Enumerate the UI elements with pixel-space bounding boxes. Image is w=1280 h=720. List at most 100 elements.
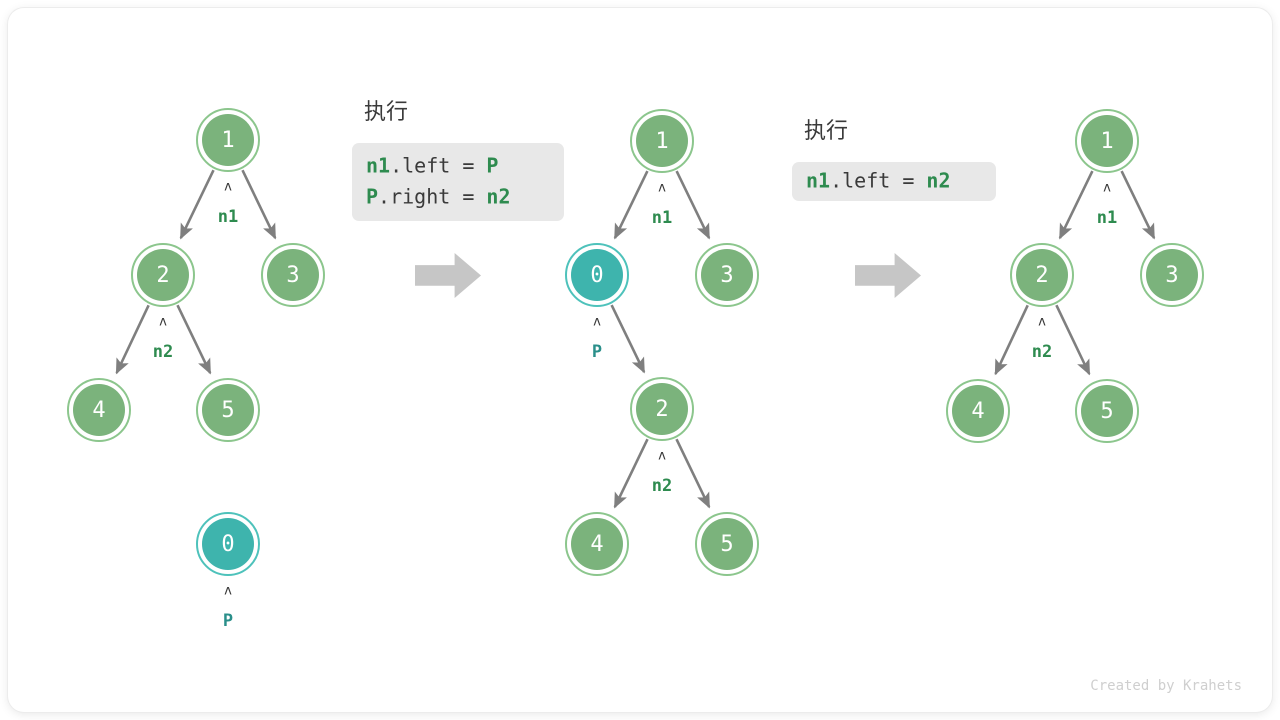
tree-node[interactable]: 2 bbox=[1010, 243, 1074, 307]
tree-node[interactable]: 1 bbox=[196, 108, 260, 172]
pointer-label: n1 bbox=[1097, 208, 1117, 228]
code-token: .left = bbox=[390, 153, 486, 177]
node-circle bbox=[571, 518, 623, 570]
pointer-label: n1 bbox=[218, 207, 238, 227]
node-circle bbox=[202, 518, 254, 570]
node-value: 4 bbox=[971, 399, 984, 424]
pointer-caret-icon: ʌ bbox=[1038, 315, 1046, 330]
tree-node[interactable]: 5 bbox=[695, 512, 759, 576]
tree-node[interactable]: 3 bbox=[261, 243, 325, 307]
node-value: 5 bbox=[221, 398, 234, 423]
tree-node[interactable]: 3 bbox=[1140, 243, 1204, 307]
node-value: 2 bbox=[655, 397, 668, 422]
node-outer-ring bbox=[1075, 379, 1139, 443]
code-token: .left = bbox=[830, 168, 926, 192]
node-outer-ring bbox=[196, 512, 260, 576]
node-circle bbox=[636, 115, 688, 167]
node-circle bbox=[202, 114, 254, 166]
node-value: 2 bbox=[156, 263, 169, 288]
pointer-label: P bbox=[592, 342, 602, 362]
tree-node[interactable]: 2 bbox=[630, 377, 694, 441]
tree-edge bbox=[994, 304, 1029, 376]
node-circle bbox=[701, 249, 753, 301]
code-line: n1.left = n2 bbox=[806, 168, 951, 192]
tree-edge bbox=[613, 170, 649, 240]
node-circle bbox=[137, 249, 189, 301]
pointer-label: n2 bbox=[153, 342, 173, 362]
tree-node[interactable]: 4 bbox=[946, 379, 1010, 443]
step-title: 执行 bbox=[804, 118, 848, 143]
tree-node[interactable]: 1 bbox=[630, 109, 694, 173]
tree-node[interactable]: 2 bbox=[131, 243, 195, 307]
node-outer-ring bbox=[261, 243, 325, 307]
tree-node[interactable]: 5 bbox=[1075, 379, 1139, 443]
node-circle bbox=[1081, 115, 1133, 167]
node-outer-ring bbox=[67, 378, 131, 442]
pointer-caret-icon: ʌ bbox=[159, 315, 167, 330]
code-block-background bbox=[792, 162, 996, 201]
watermark-text: Created by Krahets bbox=[1090, 678, 1242, 694]
node-outer-ring bbox=[196, 108, 260, 172]
code-token: P bbox=[366, 184, 378, 208]
code-token: n1 bbox=[366, 153, 390, 177]
pointer-caret-icon: ʌ bbox=[224, 584, 232, 599]
node-outer-ring bbox=[196, 378, 260, 442]
pointer-label: n2 bbox=[1032, 342, 1052, 362]
node-value: 2 bbox=[1035, 263, 1048, 288]
node-circle bbox=[571, 249, 623, 301]
node-circle bbox=[1146, 249, 1198, 301]
node-value: 0 bbox=[221, 532, 234, 557]
node-value: 3 bbox=[1165, 263, 1178, 288]
tree-node[interactable]: 4 bbox=[67, 378, 131, 442]
tree-node[interactable]: 1 bbox=[1075, 109, 1139, 173]
tree-edge bbox=[675, 170, 711, 240]
tree-node[interactable]: 0 bbox=[196, 512, 260, 576]
node-outer-ring bbox=[1075, 109, 1139, 173]
code-line: n1.left = P bbox=[366, 153, 498, 177]
tree-nodes-layer: 1 2 3 4 5 0 1 0 3 2 4 5 1 2 3 4 5 bbox=[67, 108, 1204, 576]
tree-node[interactable]: 5 bbox=[196, 378, 260, 442]
node-outer-ring bbox=[695, 243, 759, 307]
node-outer-ring bbox=[131, 243, 195, 307]
node-value: 3 bbox=[720, 263, 733, 288]
pointer-label: n1 bbox=[652, 208, 672, 228]
tree-edge bbox=[1120, 170, 1156, 240]
node-circle bbox=[1016, 249, 1068, 301]
code-token: P bbox=[486, 153, 498, 177]
node-outer-ring bbox=[565, 512, 629, 576]
tree-edges-layer bbox=[115, 169, 1156, 509]
tree-edge bbox=[1058, 170, 1094, 240]
node-outer-ring bbox=[630, 109, 694, 173]
node-circle bbox=[952, 385, 1004, 437]
tree-edge bbox=[241, 169, 277, 240]
pointer-label: n2 bbox=[652, 476, 672, 496]
node-outer-ring bbox=[630, 377, 694, 441]
code-token: n1 bbox=[806, 168, 830, 192]
code-line: P.right = n2 bbox=[366, 184, 511, 208]
node-value: 1 bbox=[1100, 129, 1113, 154]
tree-edge bbox=[610, 304, 646, 374]
code-token: n2 bbox=[486, 184, 510, 208]
node-outer-ring bbox=[565, 243, 629, 307]
node-outer-ring bbox=[946, 379, 1010, 443]
transition-arrow-icon bbox=[415, 253, 481, 298]
node-value: 4 bbox=[92, 398, 105, 423]
node-circle bbox=[267, 249, 319, 301]
code-block-background bbox=[352, 143, 564, 221]
tree-edge bbox=[115, 304, 150, 375]
tree-edge bbox=[613, 438, 649, 509]
tree-node[interactable]: 4 bbox=[565, 512, 629, 576]
node-value: 1 bbox=[655, 129, 668, 154]
step-title: 执行 bbox=[364, 99, 408, 124]
code-token: n2 bbox=[926, 168, 950, 192]
node-value: 3 bbox=[286, 263, 299, 288]
tree-node[interactable]: 0 bbox=[565, 243, 629, 307]
pointer-caret-icon: ʌ bbox=[224, 180, 232, 195]
node-value: 0 bbox=[590, 263, 603, 288]
tree-edge bbox=[1055, 304, 1091, 376]
tree-node[interactable]: 3 bbox=[695, 243, 759, 307]
pointer-caret-icon: ʌ bbox=[658, 181, 666, 196]
